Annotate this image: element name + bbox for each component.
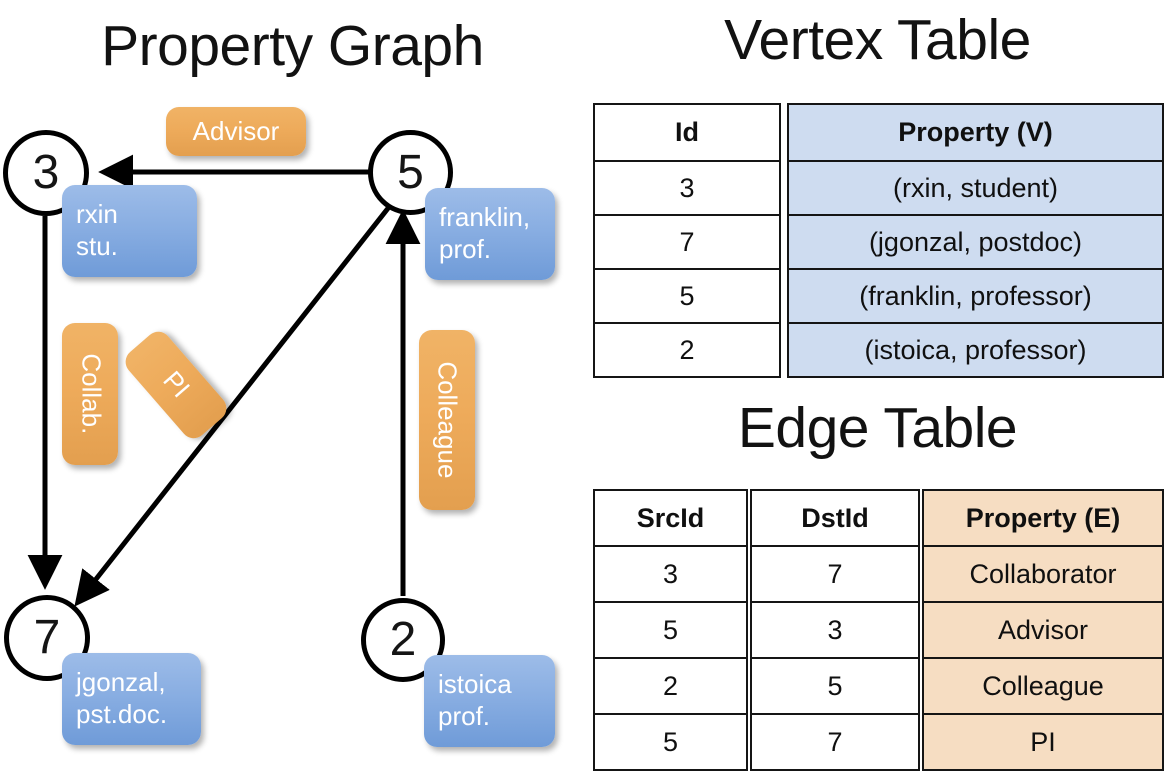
cell-vertex-id: 3 (593, 162, 781, 216)
table-row[interactable]: 7 (750, 715, 920, 771)
table-row[interactable]: 5 (593, 715, 748, 771)
page-title-vertex-table: Vertex Table (724, 8, 1031, 72)
table-header-row: SrcId (593, 489, 748, 547)
page-title-edge-table: Edge Table (737, 396, 1018, 460)
table-row[interactable]: 3 (593, 547, 748, 603)
cell-vertex-property: (jgonzal, postdoc) (787, 216, 1164, 270)
table-row[interactable]: Colleague (922, 659, 1164, 715)
table-row[interactable]: 5 (593, 603, 748, 659)
node-property-line: istoica (438, 669, 512, 700)
table-row[interactable]: (franklin, professor) (787, 270, 1164, 324)
cell-vertex-id: 2 (593, 324, 781, 378)
cell-edge-property: PI (922, 715, 1164, 771)
edge-table-property-column: Property (E) Collaborator Advisor Collea… (922, 489, 1164, 771)
table-row[interactable]: (rxin, student) (787, 162, 1164, 216)
cell-edge-property: Collaborator (922, 547, 1164, 603)
cell-src-id: 5 (593, 715, 748, 771)
node-property-box-7[interactable]: jgonzal, pst.doc. (62, 653, 201, 745)
cell-vertex-property: (istoica, professor) (787, 324, 1164, 378)
table-row[interactable]: 7 (593, 216, 781, 270)
column-header-dstid: DstId (750, 489, 920, 547)
cell-vertex-property: (franklin, professor) (787, 270, 1164, 324)
node-property-line: stu. (76, 231, 118, 261)
node-property-line: prof. (439, 234, 492, 264)
node-property-box-3[interactable]: rxin stu. (62, 185, 197, 277)
edge-table-srcid-column: SrcId 3 5 2 5 (593, 489, 748, 771)
table-header-row: Property (E) (922, 489, 1164, 547)
edge-label-box-advisor[interactable]: Advisor (166, 107, 306, 156)
graph-node-2[interactable]: 2 (361, 598, 445, 682)
edge-label-box-collab[interactable]: Collab. (62, 323, 118, 465)
column-header-srcid: SrcId (593, 489, 748, 547)
table-row[interactable]: 2 (593, 324, 781, 378)
edge-label-box-colleague[interactable]: Colleague (419, 330, 475, 510)
table-row[interactable]: (istoica, professor) (787, 324, 1164, 378)
table-row[interactable]: 2 (593, 659, 748, 715)
cell-src-id: 5 (593, 603, 748, 659)
property-graph-diagram: 3 5 7 2 rxin stu. franklin, prof. jgonza… (0, 0, 585, 760)
edge-line-pi (74, 205, 391, 607)
edge-table-dstid-column: DstId 7 3 5 7 (750, 489, 920, 771)
table-row[interactable]: (jgonzal, postdoc) (787, 216, 1164, 270)
node-property-line: franklin, (439, 202, 531, 233)
column-header-property-v: Property (V) (787, 103, 1164, 162)
table-row[interactable]: 3 (750, 603, 920, 659)
table-row[interactable]: 3 (593, 162, 781, 216)
vertex-table-property-column: Property (V) (rxin, student) (jgonzal, p… (787, 103, 1164, 378)
node-property-line: jgonzal, (76, 667, 166, 698)
column-header-id: Id (593, 103, 781, 162)
cell-dst-id: 5 (750, 659, 920, 715)
cell-vertex-id: 5 (593, 270, 781, 324)
cell-vertex-id: 7 (593, 216, 781, 270)
table-header-row: Id (593, 103, 781, 162)
cell-edge-property: Colleague (922, 659, 1164, 715)
node-property-line: pst.doc. (76, 699, 168, 729)
table-row[interactable]: 5 (593, 270, 781, 324)
cell-src-id: 3 (593, 547, 748, 603)
table-header-row: Property (V) (787, 103, 1164, 162)
table-row[interactable]: Advisor (922, 603, 1164, 659)
table-header-row: DstId (750, 489, 920, 547)
vertex-table-id-column: Id 3 7 5 2 (593, 103, 781, 378)
node-property-box-2[interactable]: istoica prof. (424, 655, 555, 747)
cell-vertex-property: (rxin, student) (787, 162, 1164, 216)
cell-dst-id: 7 (750, 547, 920, 603)
node-property-line: rxin (76, 199, 118, 230)
page-title-property-graph: Property Graph (101, 14, 484, 78)
cell-dst-id: 7 (750, 715, 920, 771)
table-row[interactable]: 5 (750, 659, 920, 715)
edge-label-text: Advisor (192, 115, 280, 146)
cell-src-id: 2 (593, 659, 748, 715)
cell-edge-property: Advisor (922, 603, 1164, 659)
table-row[interactable]: PI (922, 715, 1164, 771)
edge-label-text: Colleague (432, 361, 463, 479)
node-property-box-5[interactable]: franklin, prof. (425, 188, 555, 280)
column-header-property-e: Property (E) (922, 489, 1164, 547)
table-row[interactable]: 7 (750, 547, 920, 603)
edge-label-text: PI (157, 365, 197, 404)
node-property-line: prof. (438, 701, 491, 731)
graph-edge-lines (27, 154, 421, 607)
table-row[interactable]: Collaborator (922, 547, 1164, 603)
edge-label-text: Collab. (75, 353, 106, 435)
cell-dst-id: 3 (750, 603, 920, 659)
